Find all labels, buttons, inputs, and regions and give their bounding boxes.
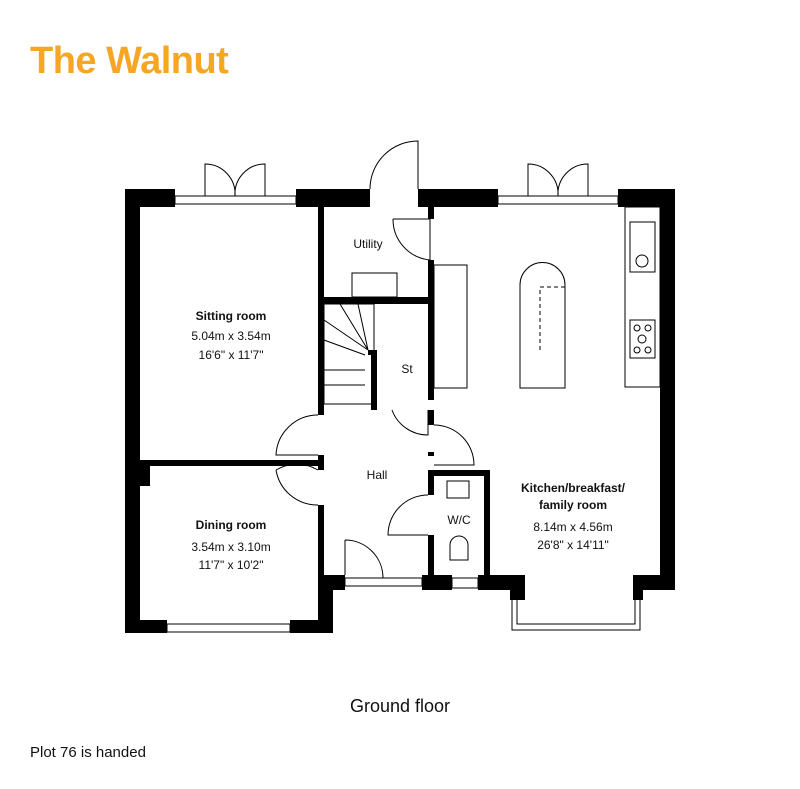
fixtures [166,140,661,633]
kitchen-metric: 8.14m x 4.56m [533,520,612,534]
store-label: St [401,362,413,376]
sitting-room-metric: 5.04m x 3.54m [191,329,270,343]
kitchen-name-line2: family room [539,498,607,512]
dining-room-metric: 3.54m x 3.10m [191,540,270,554]
kitchen-imperial: 26'8" x 14'11" [537,538,609,552]
dining-room-imperial: 11'7" x 10'2" [199,558,264,572]
sitting-room-name: Sitting room [196,309,267,323]
page-title: The Walnut [30,40,229,82]
sitting-room-imperial: 16'6" x 11'7" [199,348,264,362]
utility-label: Utility [353,237,382,251]
floor-label: Ground floor [349,696,451,716]
handed-note: Plot 76 is handed [30,744,146,761]
kitchen-name-line1: Kitchen/breakfast/ [521,481,626,495]
wc-label: W/C [447,513,471,527]
walls [125,189,675,633]
hall-label: Hall [367,468,388,482]
dining-room-name: Dining room [196,518,267,532]
